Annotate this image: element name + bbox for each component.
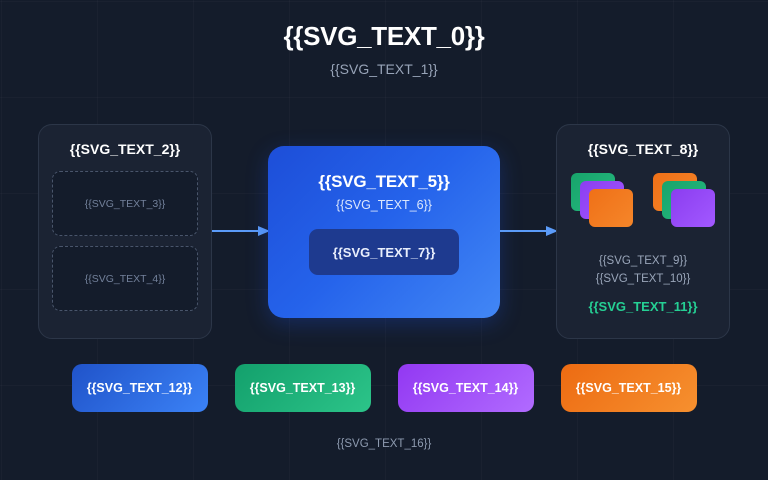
legend-pill-2[interactable]: {{SVG_TEXT_13}} — [234, 364, 371, 412]
dropzone-slot-1[interactable]: {{SVG_TEXT_3}} — [52, 171, 198, 236]
arrow-right-icon — [212, 226, 270, 236]
center-process-card[interactable]: {{SVG_TEXT_5}} {{SVG_TEXT_6}} {{SVG_TEXT… — [268, 146, 500, 318]
arrow-right-icon — [500, 226, 558, 236]
stack-card-3 — [671, 189, 715, 227]
legend-pill-3-label: {{SVG_TEXT_14}} — [412, 381, 519, 395]
center-card-badge-label: {{SVG_TEXT_7}} — [332, 244, 436, 260]
legend-pill-4[interactable]: {{SVG_TEXT_15}} — [560, 364, 697, 412]
page-title: {{SVG_TEXT_0}} — [283, 21, 485, 51]
dropzone-slot-2-label: {{SVG_TEXT_4}} — [84, 272, 166, 285]
stack-card-3 — [589, 189, 633, 227]
footer-caption: {{SVG_TEXT_16}} — [336, 438, 432, 450]
header: {{SVG_TEXT_0}} {{SVG_TEXT_1}} — [0, 21, 768, 77]
right-panel-line-1: {{SVG_TEXT_9}} — [598, 255, 688, 267]
stacked-card-icon-right — [653, 173, 715, 231]
dropzone-slot-2[interactable]: {{SVG_TEXT_4}} — [52, 246, 198, 311]
right-panel-highlight: {{SVG_TEXT_11}} — [588, 298, 698, 314]
dropzone-slot-1-label: {{SVG_TEXT_3}} — [84, 197, 166, 210]
legend-pill-2-label: {{SVG_TEXT_13}} — [249, 381, 356, 395]
left-panel[interactable]: {{SVG_TEXT_2}} {{SVG_TEXT_3}} {{SVG_TEXT… — [38, 124, 212, 339]
right-panel[interactable]: {{SVG_TEXT_8}} {{SVG_TEXT_9}} {{SVG_TEXT… — [556, 124, 730, 339]
legend-pill-3[interactable]: {{SVG_TEXT_14}} — [397, 364, 534, 412]
page-subtitle: {{SVG_TEXT_1}} — [330, 60, 438, 77]
legend-pill-row: {{SVG_TEXT_12}} {{SVG_TEXT_13}} {{SVG_TE… — [0, 364, 768, 412]
left-panel-title: {{SVG_TEXT_2}} — [69, 141, 181, 157]
center-card-title: {{SVG_TEXT_5}} — [318, 172, 450, 191]
legend-pill-1-label: {{SVG_TEXT_12}} — [86, 381, 193, 395]
stacked-card-icon-left — [571, 173, 633, 231]
card-stacks — [557, 173, 729, 231]
left-panel-slots: {{SVG_TEXT_3}} {{SVG_TEXT_4}} — [52, 171, 198, 311]
right-panel-line-2: {{SVG_TEXT_10}} — [595, 272, 691, 285]
legend-pill-4-label: {{SVG_TEXT_15}} — [575, 381, 682, 395]
right-panel-lines: {{SVG_TEXT_9}} {{SVG_TEXT_10}} — [557, 253, 729, 289]
legend-pill-1[interactable]: {{SVG_TEXT_12}} — [71, 364, 208, 412]
right-panel-title: {{SVG_TEXT_8}} — [587, 141, 699, 157]
center-card-subtitle: {{SVG_TEXT_6}} — [336, 198, 432, 212]
center-card-badge[interactable]: {{SVG_TEXT_7}} — [309, 229, 459, 275]
